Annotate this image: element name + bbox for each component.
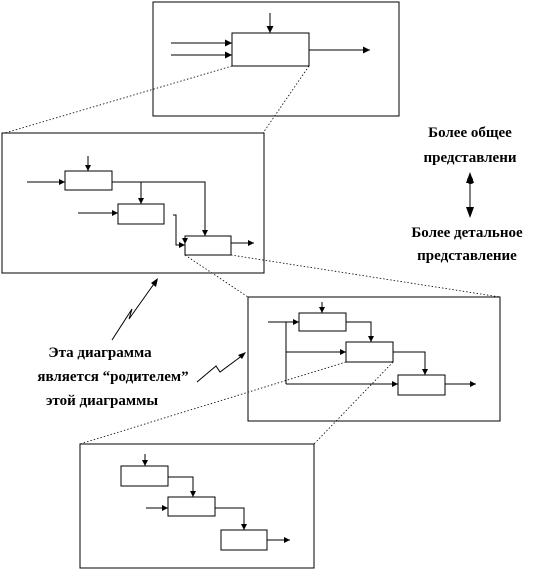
frame-decomposition-level-1	[1, 132, 265, 274]
label-general-line2: представлени	[423, 150, 516, 166]
label-parent-line2: является “родителем”	[37, 369, 188, 385]
activity-box-3	[184, 235, 232, 256]
activity-box-4-1	[120, 465, 169, 487]
zigzag-arrow-to-parent	[111, 278, 158, 341]
context-activity-box	[231, 32, 310, 67]
label-parent-line3: этой диаграммы	[46, 393, 158, 409]
label-general-line1: Более общее	[428, 125, 512, 141]
label-detailed-line2: представление	[417, 248, 517, 264]
label-general-line3: е	[467, 172, 474, 188]
frame-decomposition-level-3	[79, 443, 315, 569]
activity-box-1	[64, 170, 113, 191]
activity-box-3-1	[298, 312, 347, 332]
label-detailed-line1: Более детальное	[411, 225, 523, 241]
activity-box-3-3	[397, 374, 446, 396]
frame-decomposition-level-2	[247, 296, 501, 422]
activity-box-4-3	[220, 529, 268, 551]
zigzag-arrow-to-child	[196, 352, 246, 383]
double-arrow-general-detailed	[466, 172, 474, 218]
activity-box-3-2	[345, 341, 394, 363]
activity-box-2	[117, 203, 165, 225]
frame-top-context	[152, 1, 400, 117]
label-parent-line1: Эта диаграмма	[48, 345, 152, 361]
activity-box-4-2	[167, 496, 216, 517]
